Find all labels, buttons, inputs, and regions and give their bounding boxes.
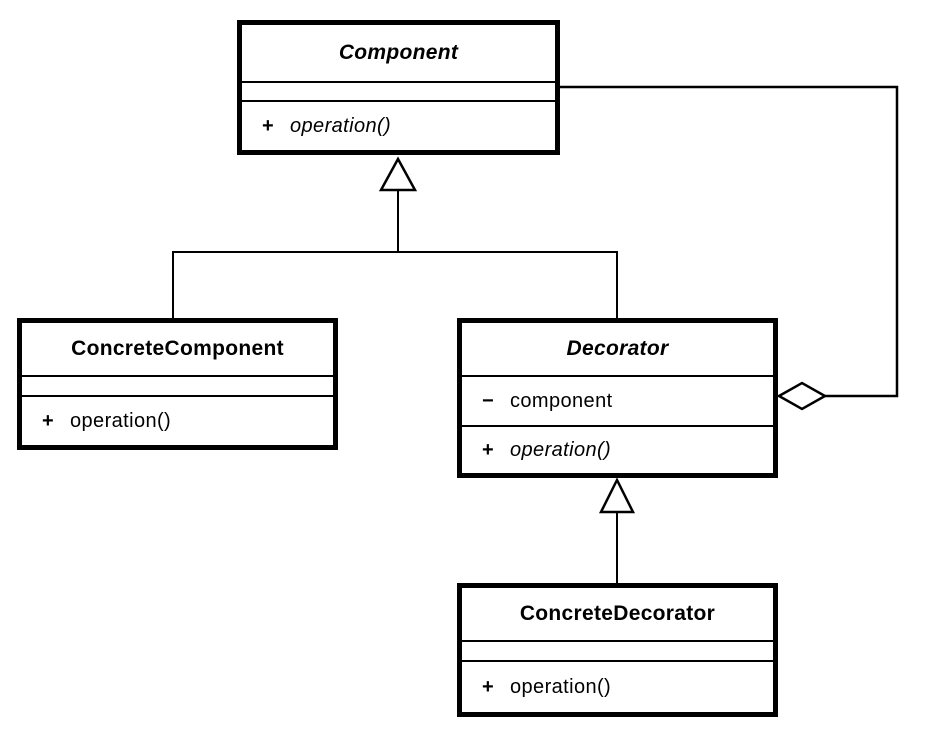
visibility-symbol: + <box>482 438 495 461</box>
class-box-decorator: Decorator − component + operation() <box>457 318 778 478</box>
visibility-symbol: − <box>482 389 495 412</box>
generalization-triangle-decorator <box>598 477 636 514</box>
operations-compartment-concrete-component: + operation() <box>22 397 333 445</box>
operations-compartment-component: + operation() <box>242 102 555 150</box>
attributes-compartment-concrete-component <box>22 377 333 395</box>
operation-row: + operation() <box>462 439 773 462</box>
class-name-concrete-decorator: ConcreteDecorator <box>519 602 716 625</box>
compartment-divider <box>462 660 773 662</box>
operation-row: + operation() <box>462 676 773 699</box>
class-name-concrete-component: ConcreteComponent <box>71 337 284 360</box>
class-name-component: Component <box>338 41 459 64</box>
attributes-compartment-concrete-decorator <box>462 642 773 660</box>
class-box-component: Component + operation() <box>237 20 560 155</box>
attribute-name: component <box>510 389 613 412</box>
operations-compartment-decorator: + operation() <box>462 427 773 473</box>
compartment-divider <box>22 395 333 397</box>
operation-name: operation() <box>290 114 392 137</box>
attributes-compartment-decorator: − component <box>462 377 773 425</box>
aggregation-line <box>560 85 899 398</box>
generalization-triangle-component <box>378 156 418 192</box>
visibility-symbol: + <box>42 409 55 432</box>
operation-row: + operation() <box>22 410 333 433</box>
compartment-divider <box>242 100 555 102</box>
operation-row: + operation() <box>242 115 555 138</box>
class-name-decorator: Decorator <box>566 337 669 360</box>
compartment-divider <box>462 640 773 642</box>
compartment-divider <box>462 425 773 427</box>
compartment-divider <box>462 375 773 377</box>
aggregation-diamond <box>776 381 828 411</box>
operation-name: operation() <box>510 675 612 698</box>
operation-name: operation() <box>70 409 172 432</box>
operations-compartment-concrete-decorator: + operation() <box>462 662 773 712</box>
attribute-row: − component <box>462 390 773 413</box>
operation-name: operation() <box>510 438 612 461</box>
compartment-divider <box>22 375 333 377</box>
class-box-concrete-decorator: ConcreteDecorator + operation() <box>457 583 778 717</box>
class-box-concrete-component: ConcreteComponent + operation() <box>17 318 338 450</box>
attributes-compartment-component <box>242 83 555 100</box>
visibility-symbol: + <box>262 114 275 137</box>
compartment-divider <box>242 81 555 83</box>
visibility-symbol: + <box>482 675 495 698</box>
